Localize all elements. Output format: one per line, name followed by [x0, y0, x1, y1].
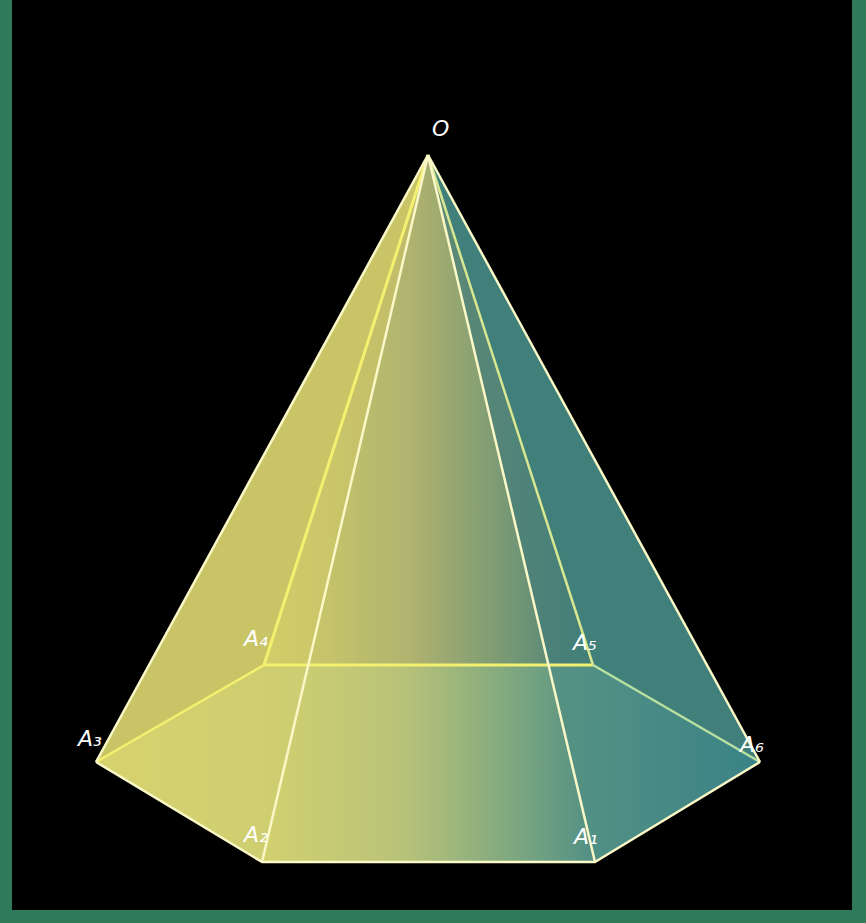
pyramid-edges [96, 155, 760, 862]
vertex-label: A₃ [78, 728, 102, 750]
background [12, 0, 852, 910]
vertex-label: A₄ [244, 628, 268, 650]
vertex-label: A₆ [740, 734, 764, 756]
vertex-label: A₅ [573, 632, 597, 654]
vertex-label: A₁ [574, 826, 598, 848]
vertex-label: O [432, 118, 449, 140]
vertex-label: A₂ [244, 824, 268, 846]
front-face [428, 155, 760, 862]
